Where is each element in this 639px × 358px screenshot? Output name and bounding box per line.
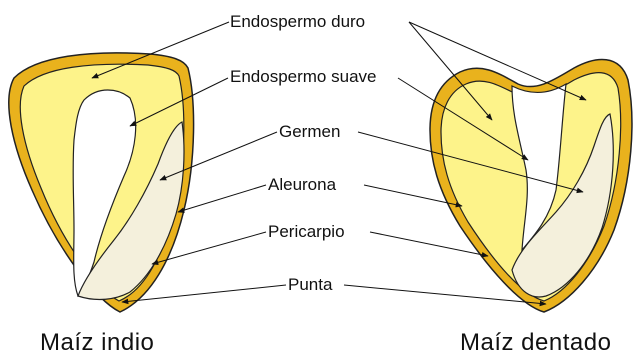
label-tip: Punta — [288, 275, 333, 294]
leader-aleurone-left — [178, 185, 266, 212]
caption-dent-corn: Maíz dentado — [460, 329, 611, 356]
label-pericarp: Pericarpio — [268, 222, 345, 241]
label-soft-endosperm: Endospermo suave — [230, 67, 376, 86]
flint-corn-kernel — [9, 53, 194, 312]
label-aleurone: Aleurona — [268, 175, 337, 194]
label-hard-endosperm: Endospermo duro — [230, 12, 365, 31]
dent-corn-kernel — [430, 59, 632, 312]
caption-flint-corn: Maíz indio — [40, 329, 154, 356]
label-germ: Germen — [279, 122, 340, 141]
